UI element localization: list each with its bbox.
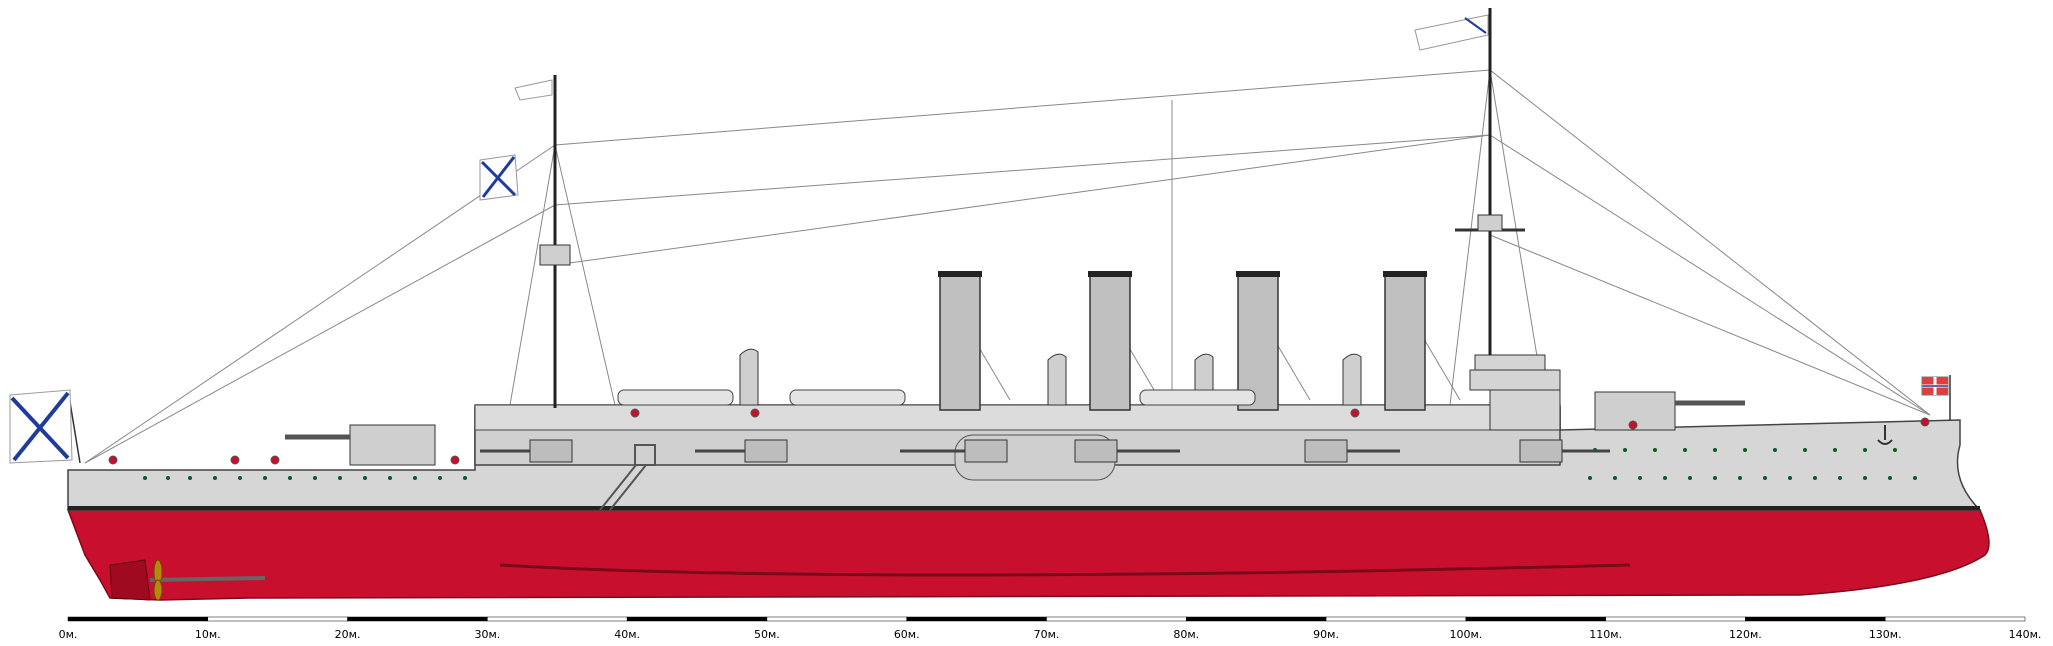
life-buoys <box>108 408 1930 465</box>
funnels <box>939 274 1426 411</box>
scale-tick-label: 20м. <box>335 628 361 641</box>
upper-deck <box>474 404 1561 431</box>
scale-segment <box>906 616 1047 622</box>
scale-segment <box>207 616 348 622</box>
scale-segment <box>1465 616 1606 622</box>
scale-tick-label: 50м. <box>754 628 780 641</box>
ventilators <box>739 348 1362 406</box>
jack-icon <box>1921 375 1951 420</box>
gangway-ladder <box>599 444 656 511</box>
scale-segment <box>67 616 209 622</box>
masthead-flag-fore-icon <box>1414 14 1489 51</box>
scale-tick-label: 40м. <box>614 628 640 641</box>
funnel-caps <box>938 271 1427 277</box>
scale-tick-label: 10м. <box>195 628 221 641</box>
scale-segment <box>347 616 488 622</box>
st-andrew-pennant-icon <box>479 154 519 201</box>
scale-segment <box>1325 616 1467 622</box>
bridge <box>1469 354 1561 431</box>
portholes <box>143 448 1917 480</box>
scale-tick-label: 70м. <box>1034 628 1060 641</box>
scale-tick-label: 140м. <box>2009 628 2042 641</box>
scale-tick-label: 0м. <box>59 628 78 641</box>
scale-tick-label: 120м. <box>1729 628 1762 641</box>
scale-tick-label: 90м. <box>1313 628 1339 641</box>
scale-tick-label: 60м. <box>894 628 920 641</box>
bilge-keel <box>499 563 1631 577</box>
scale-segment <box>1046 616 1187 622</box>
boats <box>617 389 1256 406</box>
funnel-4 <box>1384 274 1426 411</box>
scale-tick-label: 110м. <box>1589 628 1622 641</box>
main-mast <box>539 75 571 408</box>
hull-underwater <box>66 509 1990 601</box>
aft-gun-turret <box>285 424 436 466</box>
fore-gun-turret <box>1594 391 1745 431</box>
scale-tick-label: 30м. <box>474 628 500 641</box>
scale-segment <box>1186 616 1327 622</box>
st-andrew-ensign-icon <box>9 389 81 464</box>
fore-mast <box>1455 8 1525 355</box>
scale-segment <box>487 616 628 622</box>
scale-segment <box>766 616 907 622</box>
scale-tick-label: 100м. <box>1449 628 1482 641</box>
scale-segment <box>1605 616 1746 622</box>
scale-segment <box>1884 616 2026 622</box>
scale-tick-label: 80м. <box>1173 628 1199 641</box>
masthead-flag-aft-icon <box>514 79 553 101</box>
propeller-icon <box>153 559 163 601</box>
funnel-1 <box>939 274 981 411</box>
rudder <box>109 559 266 601</box>
scale-segment <box>626 616 768 622</box>
scale-tick-label: 130м. <box>1869 628 1902 641</box>
casemate-guns <box>480 439 1610 463</box>
funnel-2 <box>1089 274 1131 411</box>
anchor-icon <box>1877 425 1893 445</box>
scale-bar: 0м. 10м. 20м. 30м. 40м. 50м. 60м. 70м. 80м. 90м. 1… <box>59 616 2042 641</box>
scale-segment <box>1745 616 1886 622</box>
